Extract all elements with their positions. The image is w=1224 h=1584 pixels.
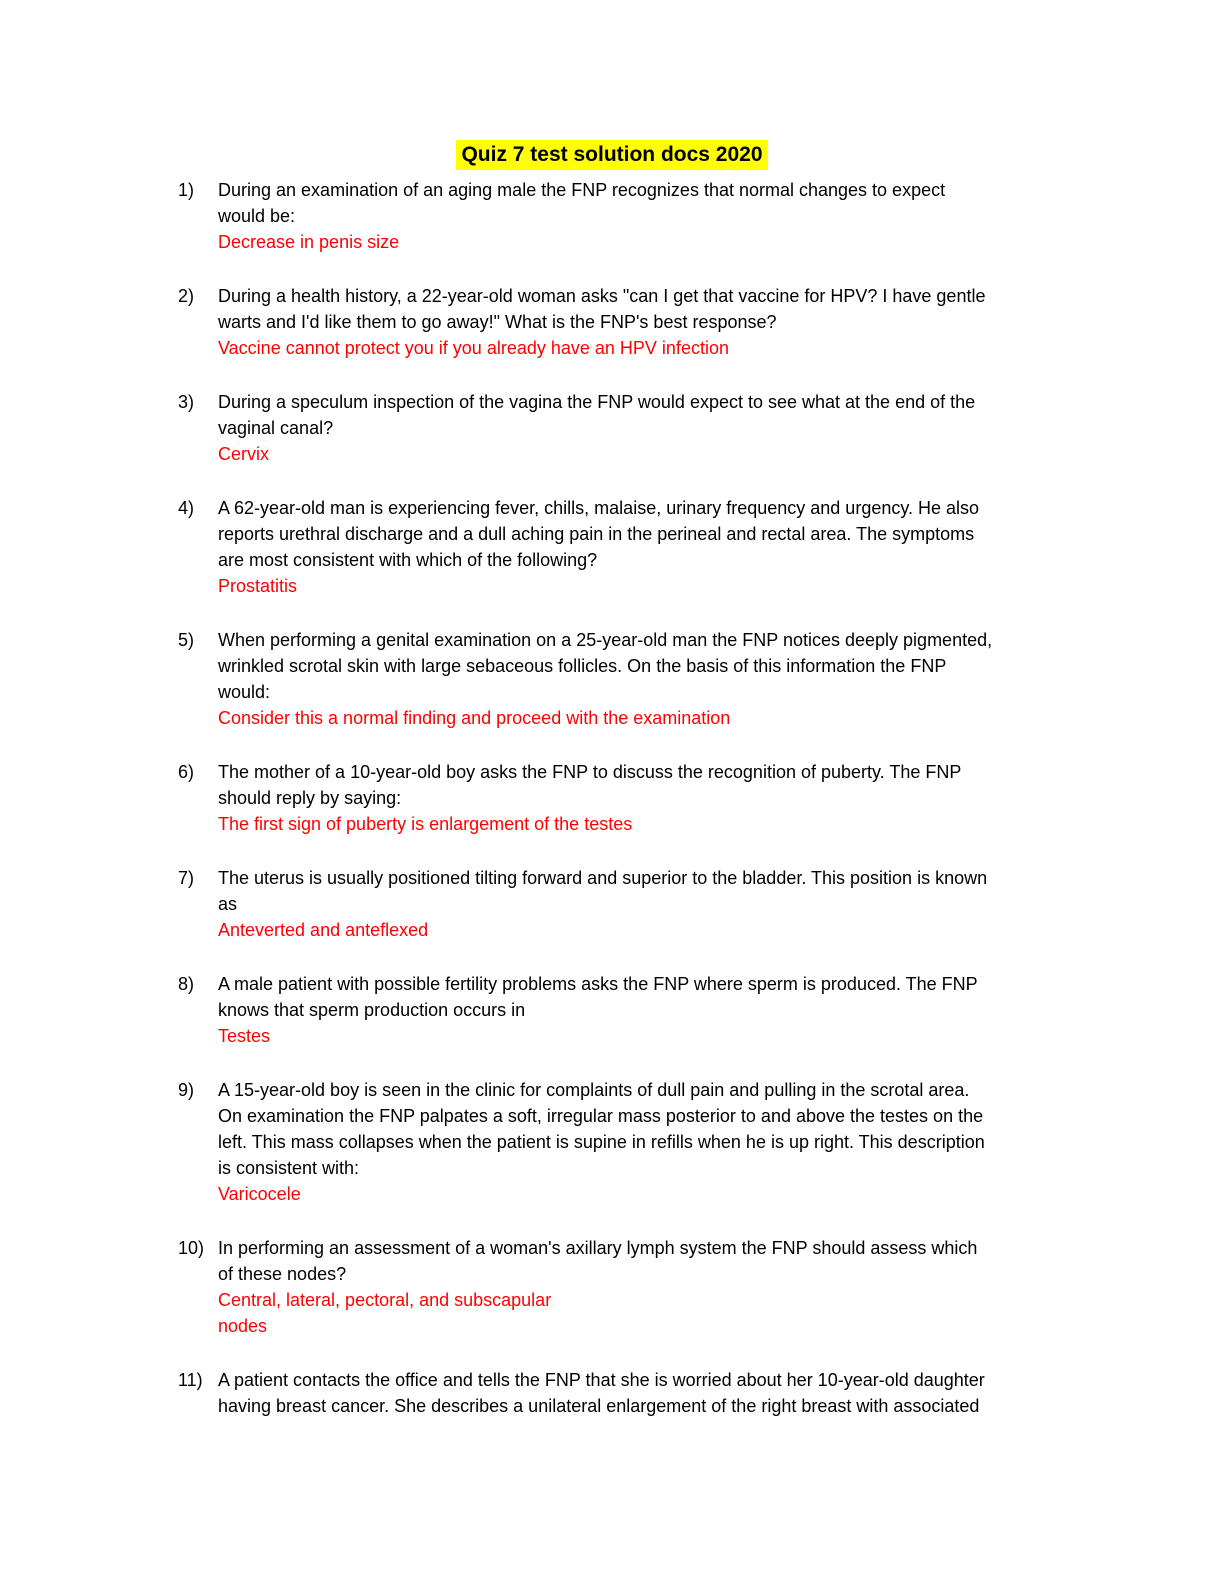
answer-text-line: Consider this a normal finding and proce… <box>218 708 731 728</box>
question-text-line: would: <box>218 682 271 702</box>
question-number: 1) <box>178 180 195 200</box>
answer-text-line: Decrease in penis size <box>218 232 400 252</box>
question-body: When performing a genital examination on… <box>218 627 1074 731</box>
question-text-line: vaginal canal? <box>218 418 334 438</box>
question-text-line: When performing a genital examination on… <box>218 630 993 650</box>
question-body: During a health history, a 22-year-old w… <box>218 283 1074 361</box>
question-3: 3) During a speculum inspection of the v… <box>178 389 1074 467</box>
question-text-line: left. This mass collapses when the patie… <box>218 1132 985 1152</box>
question-2: 2) During a health history, a 22-year-ol… <box>178 283 1074 361</box>
question-number: 3) <box>178 392 195 412</box>
answer-text-line: Cervix <box>218 444 270 464</box>
question-1: 1) During an examination of an aging mal… <box>178 177 1074 255</box>
question-5: 5) When performing a genital examination… <box>178 627 1074 731</box>
question-number: 2) <box>178 286 195 306</box>
question-number: 5) <box>178 630 195 650</box>
title-row: Quiz 7 test solution docs 2020 <box>0 140 1224 170</box>
answer-text-line: Vaccine cannot protect you if you alread… <box>218 338 729 358</box>
question-text-line: During a speculum inspection of the vagi… <box>218 392 976 412</box>
question-9: 9) A 15-year-old boy is seen in the clin… <box>178 1077 1074 1207</box>
question-body: In performing an assessment of a woman's… <box>218 1235 1074 1339</box>
question-text-line: In performing an assessment of a woman's… <box>218 1238 978 1258</box>
question-text-line: A 15-year-old boy is seen in the clinic … <box>218 1080 970 1100</box>
question-text-line: wrinkled scrotal skin with large sebaceo… <box>218 656 947 676</box>
question-number: 9) <box>178 1080 195 1100</box>
question-text-line: should reply by saying: <box>218 788 402 808</box>
question-number: 6) <box>178 762 195 782</box>
question-text-line: reports urethral discharge and a dull ac… <box>218 524 975 544</box>
question-text-line: During a health history, a 22-year-old w… <box>218 286 986 306</box>
question-text-line: is consistent with: <box>218 1158 360 1178</box>
question-text-line: A patient contacts the office and tells … <box>218 1370 985 1390</box>
answer-text-line: The first sign of puberty is enlargement… <box>218 814 633 834</box>
question-text-line: During an examination of an aging male t… <box>218 180 946 200</box>
question-10: 10) In performing an assessment of a wom… <box>178 1235 1074 1339</box>
question-text-line: knows that sperm production occurs in <box>218 1000 526 1020</box>
question-body: During a speculum inspection of the vagi… <box>218 389 1074 467</box>
question-text-line: of these nodes? <box>218 1264 347 1284</box>
question-text-line: as <box>218 894 238 914</box>
answer-text-line: nodes <box>218 1316 268 1336</box>
answer-text-line: Varicocele <box>218 1184 301 1204</box>
question-text-line: The uterus is usually positioned tilting… <box>218 868 988 888</box>
question-body: A 15-year-old boy is seen in the clinic … <box>218 1077 1074 1207</box>
question-text-line: A male patient with possible fertility p… <box>218 974 978 994</box>
question-text-line: On examination the FNP palpates a soft, … <box>218 1106 984 1126</box>
question-body: The uterus is usually positioned tilting… <box>218 865 1074 943</box>
document-title: Quiz 7 test solution docs 2020 <box>456 140 768 170</box>
question-4: 4) A 62-year-old man is experiencing fev… <box>178 495 1074 599</box>
question-6: 6) The mother of a 10-year-old boy asks … <box>178 759 1074 837</box>
question-body: A 62-year-old man is experiencing fever,… <box>218 495 1074 599</box>
question-text-line: warts and I'd like them to go away!" Wha… <box>218 312 777 332</box>
question-number: 11) <box>178 1370 203 1390</box>
question-number: 4) <box>178 498 195 518</box>
answer-text-line: Testes <box>218 1026 271 1046</box>
answer-text-line: Central, lateral, pectoral, and subscapu… <box>218 1290 552 1310</box>
question-11: 11) A patient contacts the office and te… <box>178 1367 1074 1419</box>
question-number: 7) <box>178 868 195 888</box>
question-text-line: would be: <box>218 206 296 226</box>
answer-text-line: Anteverted and anteflexed <box>218 920 429 940</box>
question-body: During an examination of an aging male t… <box>218 177 1074 255</box>
question-body: A patient contacts the office and tells … <box>218 1367 1074 1419</box>
answer-text-line: Prostatitis <box>218 576 298 596</box>
question-text-line: are most consistent with which of the fo… <box>218 550 598 570</box>
question-text-line: A 62-year-old man is experiencing fever,… <box>218 498 980 518</box>
question-number: 8) <box>178 974 195 994</box>
question-text-line: The mother of a 10-year-old boy asks the… <box>218 762 962 782</box>
question-text-line: having breast cancer. She describes a un… <box>218 1396 980 1416</box>
question-body: A male patient with possible fertility p… <box>218 971 1074 1049</box>
question-7: 7) The uterus is usually positioned tilt… <box>178 865 1074 943</box>
question-number: 10) <box>178 1238 205 1258</box>
question-body: The mother of a 10-year-old boy asks the… <box>218 759 1074 837</box>
question-8: 8) A male patient with possible fertilit… <box>178 971 1074 1049</box>
